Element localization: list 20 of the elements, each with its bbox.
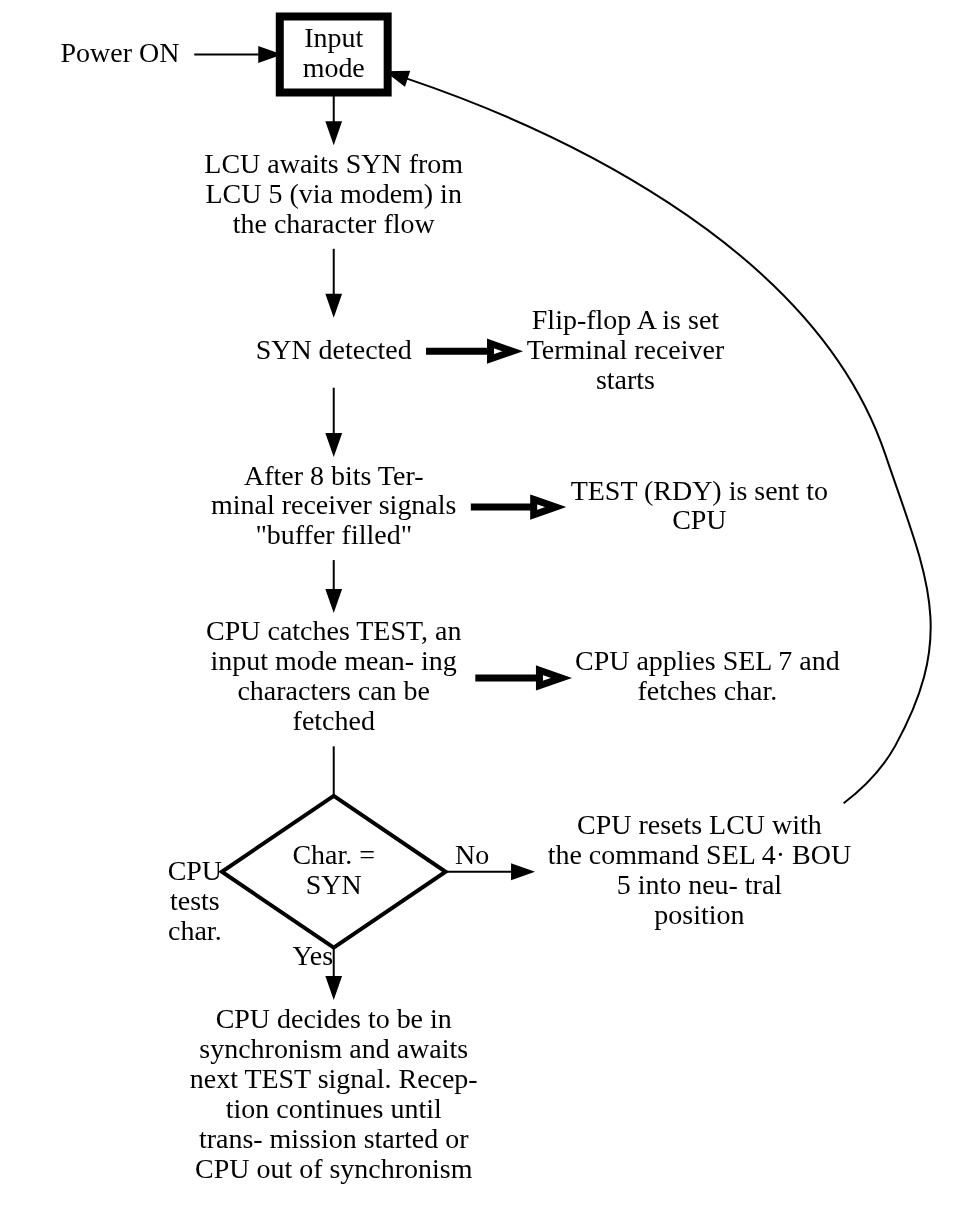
- arrow: [474, 665, 572, 691]
- node-text: CPU decides to be in synchronism and awaits next TEST signal. Recep- tion continues until trans- mission started or CPU out of synchronism: [189, 1003, 478, 1184]
- arrow: [324, 386, 342, 458]
- node-text: CPU catches TEST, an input mode mean- ing characters can be fetched: [205, 615, 461, 737]
- arrow: [425, 338, 523, 364]
- node-text: After 8 bits Ter- minal receiver signals "buffer filled": [210, 459, 456, 551]
- arrow: [324, 247, 342, 318]
- node-text: CPU applies SEL 7 and fetches char.: [574, 645, 840, 707]
- arrow: [324, 559, 342, 613]
- arrow: [444, 863, 535, 881]
- arrow: [324, 947, 342, 1000]
- connector: [332, 745, 335, 797]
- edge-label: No: [454, 839, 489, 871]
- node-text: SYN detected: [255, 333, 412, 365]
- node-text: TEST (RDY) is sent to CPU: [570, 474, 828, 536]
- node-text: LCU awaits SYN from LCU 5 (via modem) in the character flow: [203, 147, 463, 239]
- node-text: Power ON: [59, 36, 179, 68]
- node-text: Flip-flop A is set Terminal receiver starts: [526, 303, 724, 395]
- node-text: CPU resets LCU with the command SEL 4· BOU 5 into neu- tral position: [547, 809, 851, 931]
- node-box: Input mode: [275, 12, 392, 97]
